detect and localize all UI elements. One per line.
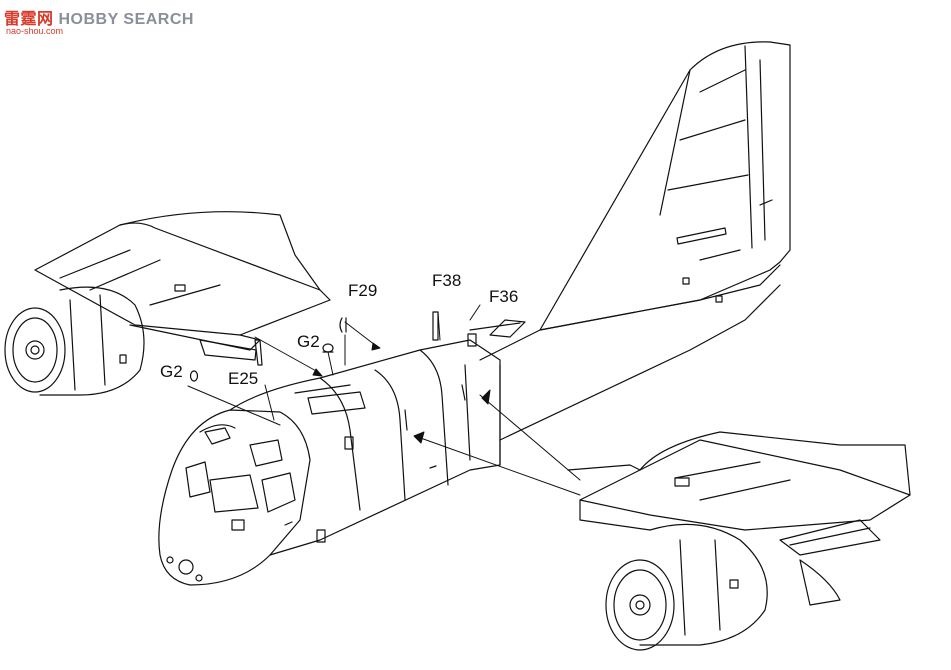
small-parts	[189, 311, 477, 382]
right-engine	[605, 523, 841, 651]
vertical-tail	[539, 41, 791, 331]
callout-g2-lower: G2	[160, 362, 183, 381]
left-engine	[4, 286, 145, 396]
cockpit-nose	[158, 409, 311, 586]
callout-g2-upper: G2	[297, 332, 320, 351]
assembly-lines	[187, 304, 581, 496]
main-fuselage	[229, 339, 501, 556]
callout-f29: F29	[348, 281, 378, 300]
watermark-url: nao-shou.com	[6, 26, 64, 36]
callout-f38: F38	[432, 271, 462, 290]
right-wing	[567, 431, 911, 556]
callout-f36: F36	[489, 287, 519, 306]
callout-e25: E25	[228, 369, 259, 388]
watermark-site-cn: 雷霆网	[4, 11, 54, 28]
left-wing	[34, 211, 331, 361]
watermark-brand: HOBBY SEARCH	[58, 11, 194, 28]
site-watermark-logo: 雷霆网 HOBBY SEARCH nao-shou.com	[4, 5, 193, 41]
